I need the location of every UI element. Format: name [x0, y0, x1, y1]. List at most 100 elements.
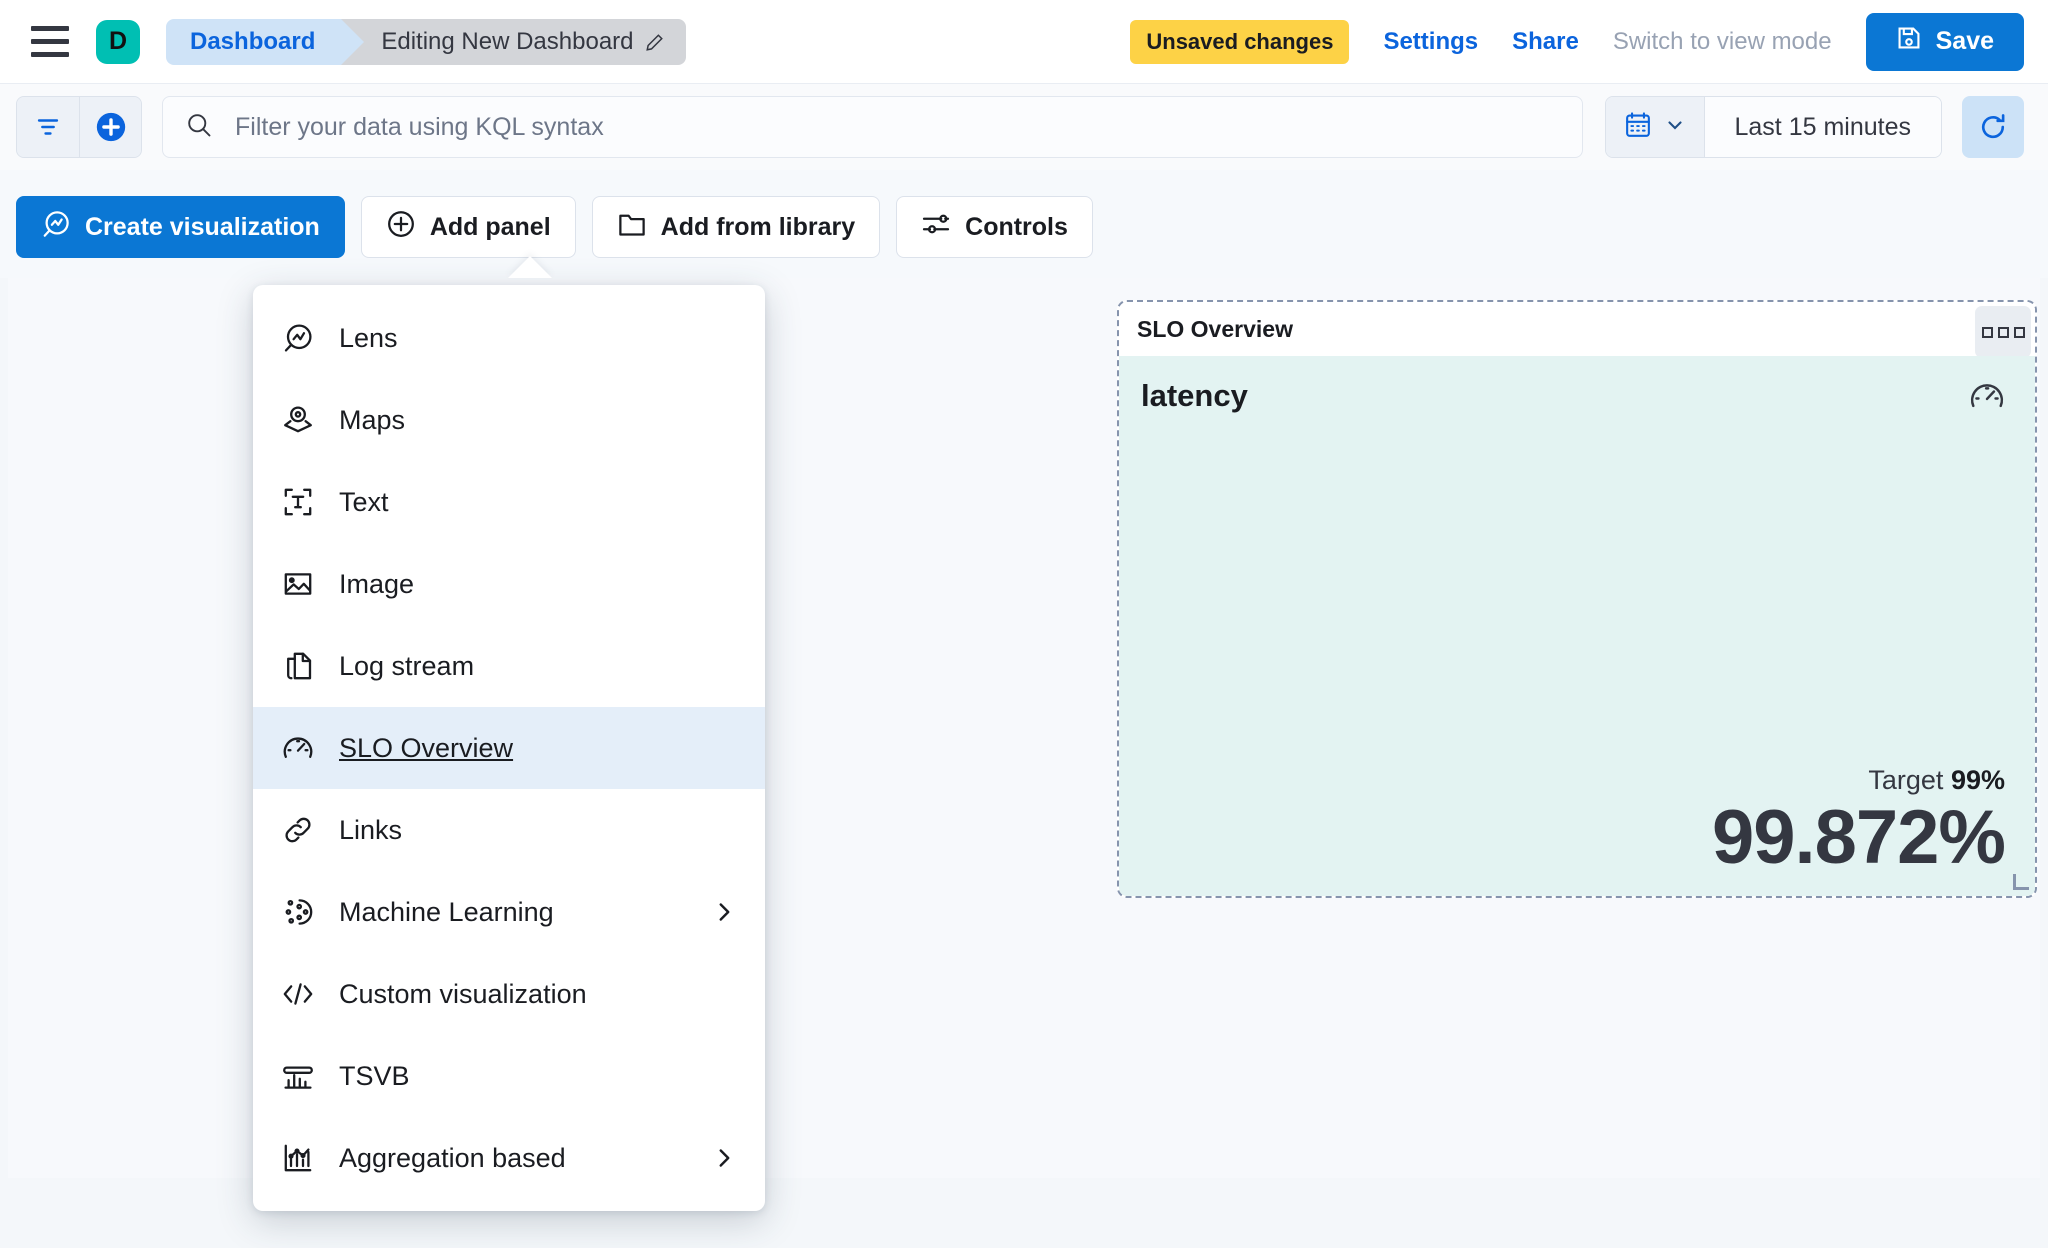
- menu-item-label: Image: [339, 568, 415, 599]
- add-panel-button[interactable]: Add panel: [360, 196, 576, 258]
- hamburger-bar: [31, 26, 69, 31]
- chevron-down-icon: [1664, 114, 1686, 141]
- gauge-icon: [281, 731, 315, 765]
- create-visualization-button[interactable]: Create visualization: [16, 196, 345, 258]
- menu-item-label: Machine Learning: [339, 896, 554, 927]
- filter-button-group: [16, 96, 142, 158]
- tsvb-icon: [281, 1059, 315, 1093]
- menu-item-label: Lens: [339, 322, 398, 353]
- slo-panel-body: latency Target 99% 99.872%: [1119, 356, 2035, 896]
- menu-item-links[interactable]: Links: [253, 789, 765, 871]
- query-bar: Filter your data using KQL syntax Las: [0, 84, 2048, 170]
- menu-item-slo-overview[interactable]: SLO Overview: [253, 707, 765, 789]
- breadcrumb: Dashboard Editing New Dashboard: [166, 18, 686, 65]
- code-icon: [281, 977, 315, 1011]
- menu-item-image[interactable]: Image: [253, 543, 765, 625]
- avatar[interactable]: D: [96, 19, 140, 64]
- search-input[interactable]: Filter your data using KQL syntax: [162, 96, 1583, 158]
- app-header: D Dashboard Editing New Dashboard Unsave…: [0, 0, 2048, 84]
- sliders-icon: [921, 209, 951, 246]
- panel-title: SLO Overview: [1137, 315, 1293, 342]
- menu-item-text[interactable]: Text: [253, 461, 765, 543]
- add-from-library-button[interactable]: Add from library: [591, 196, 881, 258]
- menu-item-custom-visualization[interactable]: Custom visualization: [253, 953, 765, 1035]
- search-placeholder: Filter your data using KQL syntax: [235, 112, 604, 141]
- folder-icon: [617, 209, 647, 246]
- breadcrumb-dashboard-label: Dashboard: [190, 27, 316, 55]
- create-visualization-label: Create visualization: [85, 212, 320, 241]
- menu-item-label: Aggregation based: [339, 1142, 566, 1173]
- menu-item-label: Custom visualization: [339, 978, 587, 1009]
- controls-button[interactable]: Controls: [896, 196, 1093, 258]
- menu-item-label: Log stream: [339, 650, 475, 681]
- hamburger-icon[interactable]: [28, 20, 72, 64]
- time-range-value[interactable]: Last 15 minutes: [1704, 97, 1941, 157]
- context-menu-icon[interactable]: [1975, 306, 2031, 358]
- link-icon: [281, 813, 315, 847]
- pencil-icon[interactable]: [644, 32, 664, 52]
- plus-circle-icon: [386, 209, 416, 246]
- status-badge-unsaved: Unsaved changes: [1130, 19, 1350, 64]
- menu-item-label: TSVB: [339, 1060, 410, 1091]
- calendar-icon: [1624, 111, 1652, 144]
- map-pin-icon: [281, 403, 315, 437]
- save-button[interactable]: Save: [1865, 12, 2024, 71]
- dashboard-toolbar: Create visualization Add panel Add from …: [16, 196, 1093, 258]
- ml-icon: [281, 895, 315, 929]
- panel-header: SLO Overview: [1119, 302, 2035, 356]
- settings-link[interactable]: Settings: [1383, 27, 1479, 55]
- menu-item-maps[interactable]: Maps: [253, 379, 765, 461]
- chevron-right-icon: [711, 1145, 737, 1171]
- menu-item-label: Maps: [339, 404, 406, 435]
- agg-chart-icon: [281, 1141, 315, 1175]
- slo-target-label: Target: [1868, 765, 1944, 796]
- breadcrumb-item-dashboard[interactable]: Dashboard: [166, 18, 365, 65]
- date-picker: Last 15 minutes: [1604, 96, 1942, 158]
- slo-sli-value: 99.872%: [1711, 795, 2006, 881]
- lens-icon: [281, 321, 315, 355]
- chevron-right-icon: [711, 899, 737, 925]
- resize-grip-icon[interactable]: [2013, 874, 2029, 890]
- menu-item-machine-learning[interactable]: Machine Learning: [253, 871, 765, 953]
- hamburger-bar: [31, 52, 69, 57]
- switch-to-view-mode-link[interactable]: Switch to view mode: [1612, 27, 1832, 55]
- menu-item-label: SLO Overview: [339, 732, 514, 763]
- text-box-icon: [281, 485, 315, 519]
- menu-item-log-stream[interactable]: Log stream: [253, 625, 765, 707]
- filter-icon[interactable]: [17, 97, 79, 157]
- menu-item-label: Links: [339, 814, 403, 845]
- save-disk-icon: [1896, 25, 1922, 58]
- controls-label: Controls: [965, 212, 1068, 241]
- slo-panel-body-top: latency: [1141, 378, 2005, 414]
- slo-overview-panel[interactable]: SLO Overview latency Target: [1117, 300, 2037, 898]
- save-button-label: Save: [1935, 27, 1994, 55]
- popover-arrow: [508, 256, 552, 278]
- breadcrumb-current-label: Editing New Dashboard: [381, 27, 634, 55]
- hamburger-bar: [31, 39, 69, 44]
- context-menu-square: [2013, 326, 2025, 338]
- context-menu-square: [1981, 326, 1993, 338]
- add-filter-button[interactable]: [79, 97, 141, 157]
- gauge-icon: [1969, 378, 2005, 414]
- lens-icon: [41, 209, 71, 246]
- context-menu-square: [1997, 326, 2009, 338]
- menu-item-lens[interactable]: Lens: [253, 297, 765, 379]
- log-stream-icon: [281, 649, 315, 683]
- header-actions: Unsaved changes Settings Share Switch to…: [1130, 12, 2024, 71]
- share-link[interactable]: Share: [1512, 27, 1579, 55]
- refresh-button[interactable]: [1962, 96, 2024, 158]
- slo-target-value: 99%: [1950, 765, 2005, 796]
- menu-item-tsvb[interactable]: TSVB: [253, 1035, 765, 1117]
- search-icon: [185, 111, 213, 144]
- menu-item-aggregation-based[interactable]: Aggregation based: [253, 1117, 765, 1199]
- add-from-library-label: Add from library: [660, 212, 856, 241]
- slo-panel-body-bottom: Target 99% 99.872%: [1141, 765, 2006, 881]
- add-panel-label: Add panel: [429, 212, 551, 241]
- slo-name: latency: [1141, 378, 1248, 413]
- breadcrumb-item-current[interactable]: Editing New Dashboard: [341, 18, 686, 65]
- image-icon: [281, 567, 315, 601]
- slo-target: Target 99%: [1141, 765, 2005, 796]
- calendar-quick-menu-button[interactable]: [1605, 97, 1705, 157]
